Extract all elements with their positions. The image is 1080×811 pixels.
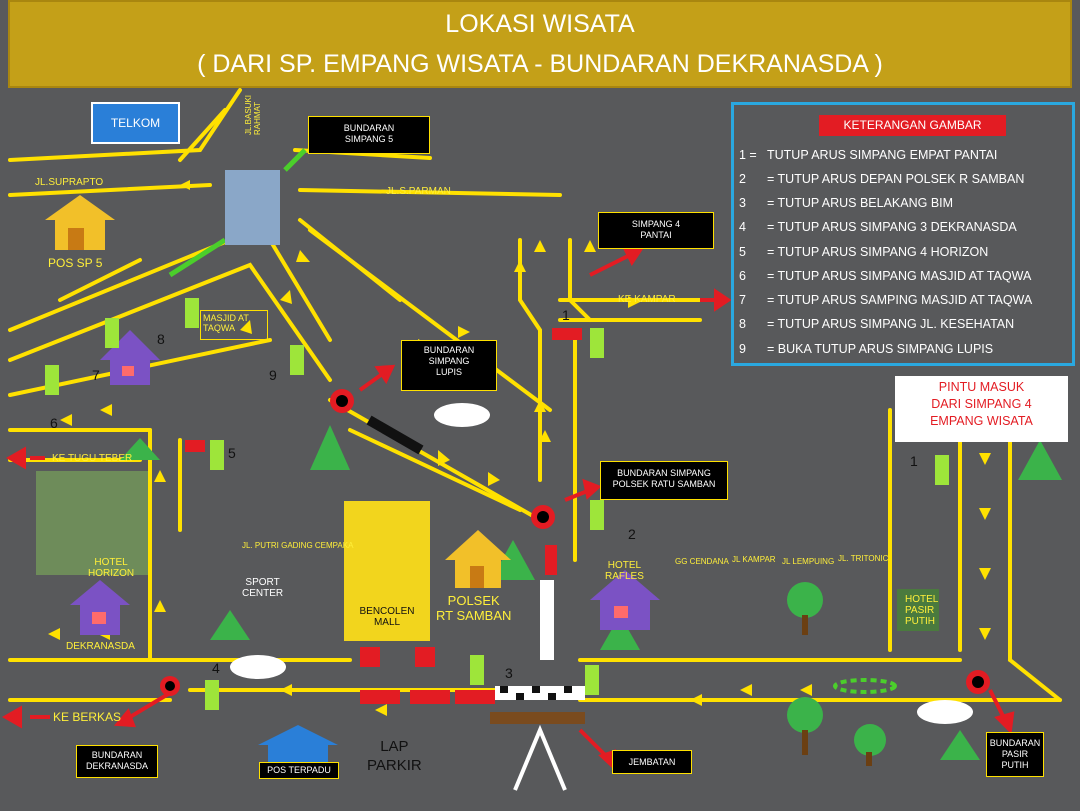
label-simpang4-pantai: SIMPANG 4 PANTAI [598, 212, 714, 249]
legend-item: 4= TUTUP ARUS SIMPANG 3 DEKRANASDA [739, 220, 1017, 234]
point-number: 9 [269, 367, 277, 383]
hotel-pasir-photo [897, 589, 939, 631]
label-jl-putri: JL. PUTRI GADING CEMPAKA [242, 541, 354, 550]
label-bundaran-pasir: BUNDARAN PASIR PUTIH [986, 732, 1044, 777]
label-jl-sparman: JL.S.PARMAN [386, 186, 451, 197]
label-dekranasda: DEKRANASDA [66, 641, 135, 652]
point-number: 1 [910, 453, 918, 469]
label-hotel-rafles: HOTEL RAFLES [605, 560, 644, 582]
pintu-masuk-label: PINTU MASUK DARI SIMPANG 4 EMPANG WISATA [895, 376, 1068, 442]
label-ke-kampar: KE KAMPAR [618, 294, 676, 305]
label-ke-tugu: KE TUGU TEBER [52, 453, 133, 464]
point-number: 6 [50, 415, 58, 431]
legend-item: 8= TUTUP ARUS SIMPANG JL. KESEHATAN [739, 317, 1015, 331]
map-legend: KETERANGAN GAMBAR 1 =TUTUP ARUS SIMPANG … [731, 102, 1075, 366]
point-number: 5 [228, 445, 236, 461]
label-sport-center: SPORT CENTER [242, 577, 284, 599]
label-hotel-pasir: HOTEL PASIR PUTIH [905, 594, 939, 627]
label-bencolen: BENCOLEN MALL [359, 606, 415, 628]
title-line-2: ( DARI SP. EMPANG WISATA - BUNDARAN DEKR… [197, 50, 883, 78]
point-number: 2 [628, 526, 636, 542]
point-number: 4 [212, 660, 220, 676]
telkom-label: TELKOM [91, 102, 180, 144]
label-bundaran-simpang5: BUNDARAN SIMPANG 5 [308, 116, 430, 154]
legend-item: 6= TUTUP ARUS SIMPANG MASJID AT TAQWA [739, 269, 1032, 283]
label-hotel-horizon: HOTEL HORIZON [88, 557, 135, 579]
point-number: 3 [505, 665, 513, 681]
legend-item: 1 =TUTUP ARUS SIMPANG EMPAT PANTAI [739, 148, 998, 162]
monument-photo [225, 170, 280, 245]
label-jl-lempuing: JL LEMPUING [782, 557, 835, 566]
point-number: 8 [157, 331, 165, 347]
map-title: LOKASI WISATA ( DARI SP. EMPANG WISATA -… [8, 0, 1072, 88]
hotel-horizon-photo [36, 471, 148, 575]
label-bundaran-dekranasda: BUNDARAN DEKRANASDA [76, 745, 158, 778]
label-jl-basuki: JL.BASUKI RAHMAT [244, 95, 262, 136]
label-polsek: POLSEK RT SAMBAN [436, 593, 512, 623]
label-gg-cendana: GG CENDANA [675, 557, 729, 566]
label-jembatan: JEMBATAN [612, 750, 692, 774]
legend-item: 7= TUTUP ARUS SAMPING MASJID AT TAQWA [739, 293, 1033, 307]
label-pos-sp5: POS SP 5 [48, 256, 103, 270]
point-number: 1 [562, 307, 570, 323]
bencolen-mall-photo [344, 501, 430, 641]
label-jl-kampar: JL KAMPAR [732, 555, 776, 564]
label-pos-terpadu: POS TERPADU [259, 762, 339, 779]
label-masjid: MASJID AT TAQWA [200, 310, 268, 340]
point-number: 7 [92, 367, 100, 383]
title-line-1: LOKASI WISATA [445, 10, 635, 38]
legend-item: 2= TUTUP ARUS DEPAN POLSEK R SAMBAN [739, 172, 1025, 186]
label-bundaran-lupis: BUNDARAN SIMPANG LUPIS [401, 340, 497, 391]
legend-title: KETERANGAN GAMBAR [819, 115, 1006, 136]
legend-item: 5= TUTUP ARUS SIMPANG 4 HORIZON [739, 245, 989, 259]
legend-item: 9= BUKA TUTUP ARUS SIMPANG LUPIS [739, 342, 994, 356]
label-jl-suprapto: JL.SUPRAPTO [35, 177, 104, 188]
legend-item: 3= TUTUP ARUS BELAKANG BIM [739, 196, 954, 210]
label-lap-parkir: LAP PARKIR [367, 738, 422, 774]
label-jl-tritonic: JL. TRITONIC [838, 554, 889, 563]
label-ke-berkas: KE BERKAS [53, 710, 122, 724]
label-bundaran-polsek: BUNDARAN SIMPANG POLSEK RATU SAMBAN [600, 461, 728, 500]
